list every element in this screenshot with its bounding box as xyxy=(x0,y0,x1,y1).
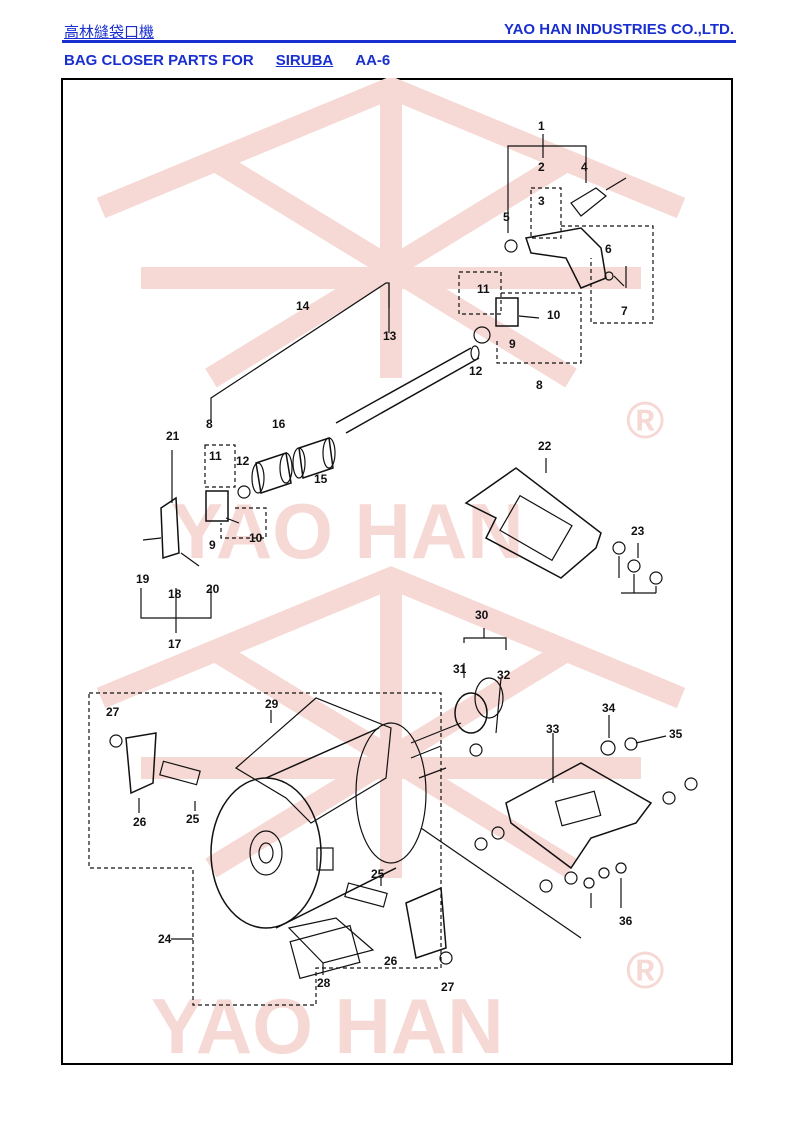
callout-14: 14 xyxy=(296,299,310,313)
header-rule xyxy=(62,40,736,43)
callout-15: 15 xyxy=(314,472,328,486)
callout-17: 17 xyxy=(168,637,182,651)
callout-34: 34 xyxy=(602,701,616,715)
title-model: AA-6 xyxy=(355,52,391,69)
title-brand: SIRUBA xyxy=(275,52,334,69)
callout-3: 3 xyxy=(538,194,545,208)
callout-8-lower: 8 xyxy=(206,417,213,431)
callout-23: 23 xyxy=(631,524,645,538)
callout-20: 20 xyxy=(206,582,220,596)
callout-25-right: 25 xyxy=(371,867,385,881)
callout-11-lower: 11 xyxy=(209,449,222,463)
callout-21: 21 xyxy=(166,429,180,443)
callout-11-upper: 11 xyxy=(477,282,490,296)
page-title: BAG CLOSER PARTS FOR SIRUBA AA-6 xyxy=(64,52,390,69)
watermark-registered-top: ® xyxy=(626,392,664,450)
callout-5: 5 xyxy=(503,210,510,224)
callout-29: 29 xyxy=(265,697,279,711)
callout-6: 6 xyxy=(605,242,612,256)
callout-10-lower: 10 xyxy=(249,531,263,545)
callout-26-left: 26 xyxy=(133,815,147,829)
callout-9-lower: 9 xyxy=(209,538,216,552)
title-prefix: BAG CLOSER PARTS FOR xyxy=(64,52,254,69)
callout-30: 30 xyxy=(475,608,489,622)
callout-27-left: 27 xyxy=(106,705,120,719)
header-company-chinese: 高林縫袋口機 xyxy=(64,23,155,41)
callout-13: 13 xyxy=(383,329,397,343)
callout-8-upper: 8 xyxy=(536,378,543,392)
callout-24: 24 xyxy=(158,932,172,946)
callout-35: 35 xyxy=(669,727,683,741)
callout-27-right: 27 xyxy=(441,980,455,994)
callout-12-upper: 12 xyxy=(469,364,483,378)
callout-36: 36 xyxy=(619,914,633,928)
callout-4: 4 xyxy=(581,160,588,174)
callout-9-upper: 9 xyxy=(509,337,516,351)
callout-7: 7 xyxy=(621,304,628,318)
callout-18: 18 xyxy=(168,587,182,601)
callout-10-upper: 10 xyxy=(547,308,561,322)
callout-1: 1 xyxy=(538,119,545,133)
callout-labels: 1 2 3 4 5 6 7 8 9 10 11 12 13 14 15 16 1… xyxy=(106,119,683,994)
watermark-text-top: YAO HAN xyxy=(171,487,524,575)
watermark-registered-bottom: ® xyxy=(626,942,664,1000)
callout-26-right: 26 xyxy=(384,954,398,968)
watermark-text-bottom: YAO HAN xyxy=(151,982,504,1065)
callout-33: 33 xyxy=(546,722,560,736)
callout-31: 31 xyxy=(453,662,467,676)
callout-12-lower: 12 xyxy=(236,454,250,468)
watermark: YAO HAN YAO HAN ® ® xyxy=(96,78,686,1065)
callout-2: 2 xyxy=(538,160,545,174)
header-company-english: YAO HAN INDUSTRIES CO.,LTD. xyxy=(503,21,734,38)
diagram-lines xyxy=(88,134,698,1006)
parts-diagram: YAO HAN YAO HAN ® ® xyxy=(88,78,698,1065)
callout-16: 16 xyxy=(272,417,286,431)
callout-19: 19 xyxy=(136,572,150,586)
callout-22: 22 xyxy=(538,439,552,453)
callout-25-left: 25 xyxy=(186,812,200,826)
callout-28: 28 xyxy=(317,976,331,990)
callout-32: 32 xyxy=(497,668,511,682)
